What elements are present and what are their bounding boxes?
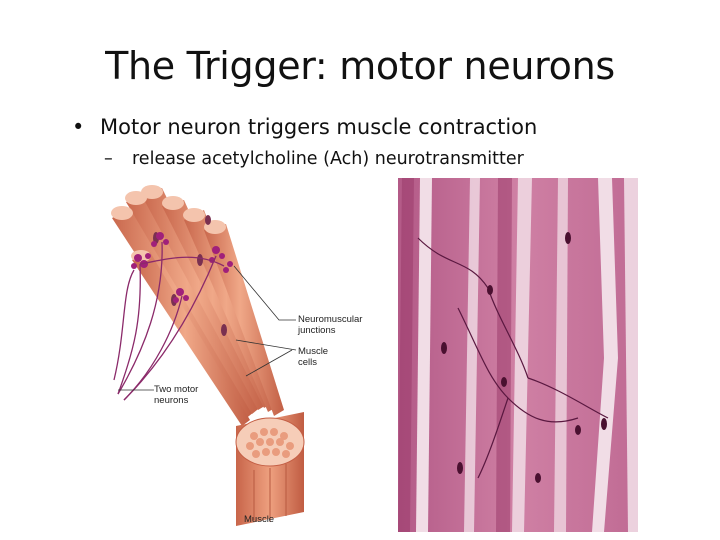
micrograph-nuclei: [441, 232, 607, 483]
muscle-micrograph: [398, 178, 638, 532]
label-neuromuscular-junctions: Neuromuscular junctions: [298, 314, 363, 336]
label-two-motor-neurons: Two motor neurons: [154, 384, 199, 406]
micrograph-nerve-branches: [417, 237, 609, 479]
bullet-item: • Motor neuron triggers muscle contractio…: [72, 112, 537, 142]
sub-bullet-item: –release acetylcholine (Ach) neurotransm…: [104, 145, 524, 173]
leader-lines: [118, 265, 297, 391]
sub-bullet-marker: –: [104, 149, 113, 169]
muscle-micrograph-image: [398, 178, 638, 532]
micrograph-fiber-bands: [416, 178, 638, 532]
muscle-illustration-drawing: [111, 185, 305, 526]
label-muscle: Muscle: [244, 514, 275, 525]
sub-bullet-text: release acetylcholine (Ach) neurotransmi…: [132, 149, 524, 169]
motor-neuron-branches: [113, 241, 225, 401]
bullet-text: Motor neuron triggers muscle contraction: [100, 115, 538, 139]
muscle-bundle: [235, 412, 305, 526]
bullet-marker: •: [72, 115, 85, 139]
slide-title: The Trigger: motor neurons: [105, 44, 615, 88]
micrograph-dark-fibers: [398, 178, 512, 532]
label-muscle-cells: Muscle cells: [298, 346, 329, 368]
muscle-illustration: Neuromuscular junctions Muscle cells Two…: [104, 180, 400, 532]
neuromuscular-junction-clusters: [131, 232, 233, 303]
